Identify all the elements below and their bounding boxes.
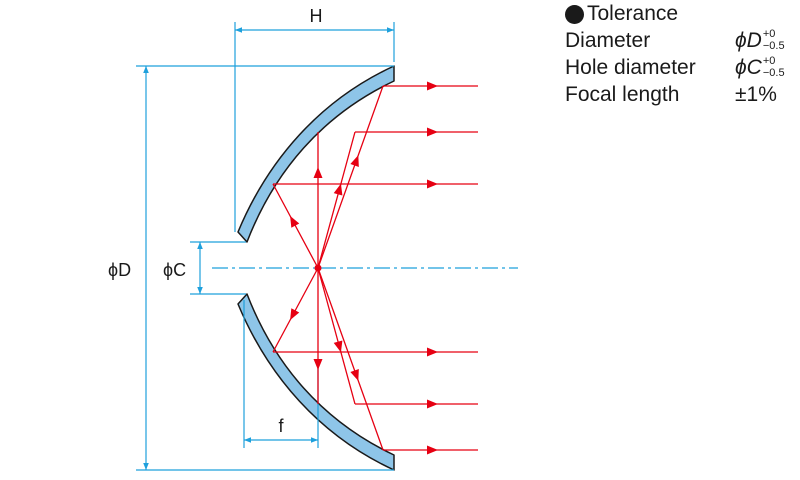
tolerance-symbol: ϕD xyxy=(735,29,762,52)
ray-segment xyxy=(317,267,356,405)
tolerance-value: ϕC+0−0.5 xyxy=(735,56,788,82)
tolerance-lower: −0.5 xyxy=(762,40,785,52)
dimension-h: H xyxy=(234,6,395,232)
dimension-hole-diameter: ϕC xyxy=(163,241,246,295)
ray-arrowhead xyxy=(427,399,438,409)
focal-length-label: f xyxy=(278,416,284,436)
ray-segment xyxy=(272,183,319,269)
tolerance-label: Diameter xyxy=(565,29,651,52)
hole-diameter-label: ϕC xyxy=(163,260,186,280)
tolerance-title-text: Tolerance xyxy=(587,2,679,25)
tolerance-symbol: ϕC xyxy=(735,56,762,79)
tolerance-upper: +0 xyxy=(762,55,776,67)
bullet-dot-icon xyxy=(565,4,584,24)
dimension-diameter: ϕD xyxy=(108,65,394,471)
ray-arrowhead xyxy=(427,347,438,357)
ray-segment xyxy=(272,267,319,353)
ray-segment xyxy=(317,267,384,451)
tolerance-upper: +0 xyxy=(762,28,776,40)
ray-arrowhead xyxy=(333,340,343,353)
ray-arrowhead xyxy=(313,359,323,370)
tolerance-label: Focal length xyxy=(565,83,680,106)
focal-point xyxy=(314,264,322,272)
ray-arrowhead xyxy=(350,155,359,168)
tolerance-row-hole-diameter: Hole diameter ϕC+0−0.5 xyxy=(565,56,800,82)
mirror-lower-half xyxy=(237,293,395,471)
ray-arrowhead xyxy=(313,167,323,178)
ray-segment xyxy=(317,131,356,269)
diameter-label: ϕD xyxy=(108,260,131,280)
ray-arrowhead xyxy=(290,308,300,321)
ray-arrowhead xyxy=(427,445,438,455)
ray-arrowhead xyxy=(290,215,300,228)
tolerance-row-diameter: Diameter ϕD+0−0.5 xyxy=(565,29,800,55)
tolerance-value: ϕD+0−0.5 xyxy=(735,29,788,55)
height-label: H xyxy=(310,6,323,26)
tolerance-row-focal-length: Focal length ±1% xyxy=(565,83,800,109)
ray-arrowhead xyxy=(350,368,359,381)
mirror-upper-half xyxy=(237,65,395,243)
ray-arrowhead xyxy=(333,183,343,196)
ray-arrowhead xyxy=(427,127,438,137)
ray-arrowhead xyxy=(427,179,438,189)
tolerance-label: Hole diameter xyxy=(565,56,696,79)
tolerance-lower: −0.5 xyxy=(762,67,785,79)
ray-segment xyxy=(317,85,384,269)
tolerance-value: ±1% xyxy=(735,83,777,106)
ray-arrowhead xyxy=(427,81,438,91)
tolerance-title: Tolerance xyxy=(565,2,678,26)
